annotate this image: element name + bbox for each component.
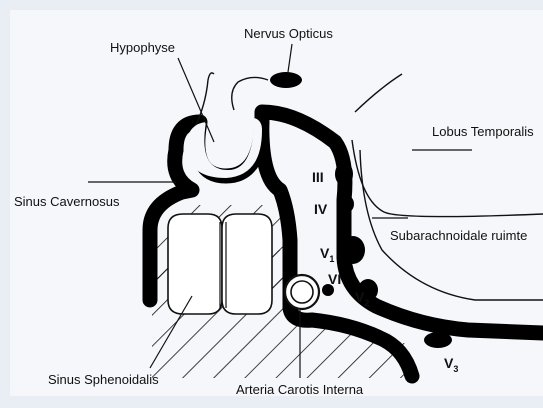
label-nerve-VI: VI <box>328 271 341 287</box>
nerve-III <box>335 162 353 186</box>
label-lobus-temporalis: Lobus Temporalis <box>432 124 534 139</box>
label-sinus-cavernosus: Sinus Cavernosus <box>14 194 120 209</box>
label-nerve-V1-sub: 1 <box>329 254 334 264</box>
sinus-sphenoidalis-right-cell <box>222 214 272 314</box>
label-nervus-opticus: Nervus Opticus <box>244 26 333 41</box>
label-nerve-V2-sub: 2 <box>364 298 369 308</box>
sinus-sphenoidalis-left-cell <box>168 214 222 314</box>
nervus-opticus-nerve <box>270 72 302 88</box>
nerve-V1 <box>341 236 365 264</box>
label-nerve-IV: IV <box>314 201 328 217</box>
label-nerve-V3-sub: 3 <box>453 364 458 374</box>
arteria-carotis-interna-outer <box>285 275 319 309</box>
nerve-IV <box>338 195 354 213</box>
label-arteria-carotis: Arteria Carotis Interna <box>236 382 364 397</box>
label-sinus-sphenoidalis: Sinus Sphenoidalis <box>48 372 159 387</box>
label-nerve-III: III <box>312 169 324 185</box>
nerve-V3 <box>424 332 452 348</box>
label-subarachnoidale: Subarachnoidale ruimte <box>390 228 527 243</box>
label-hypophyse: Hypophyse <box>110 40 175 55</box>
